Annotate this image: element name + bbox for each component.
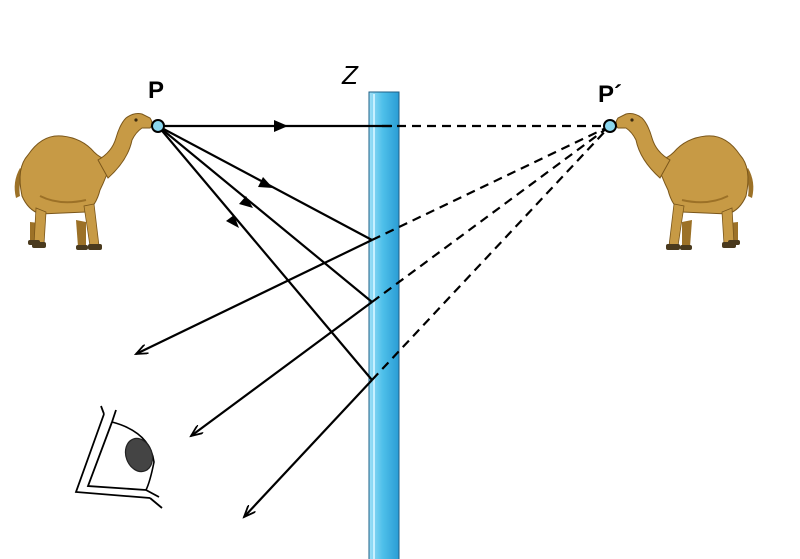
camel-mirrored-icon <box>615 112 755 251</box>
image-point-label: P´ <box>598 81 622 108</box>
mirror <box>368 91 400 559</box>
arrowhead-2 <box>239 196 253 208</box>
arrowhead-1 <box>258 177 273 188</box>
eye-icon <box>74 405 163 509</box>
incident-rays <box>157 124 392 381</box>
arrowhead-horizontal <box>274 120 288 132</box>
camel-icon <box>13 112 153 251</box>
virtual-rays <box>371 124 611 381</box>
reflected-ray-2 <box>191 301 373 436</box>
virtual-ray-3 <box>371 125 611 381</box>
mirror-label: Z <box>341 60 359 90</box>
reflected-ray-3 <box>244 379 373 517</box>
virtual-ray-1 <box>371 125 611 241</box>
object-point-label: P <box>148 77 164 104</box>
virtual-ray-2 <box>371 125 611 303</box>
object-point-marker <box>151 119 165 133</box>
incident-ray-2 <box>157 125 373 303</box>
reflected-rays <box>136 239 373 517</box>
image-point-marker <box>603 119 617 133</box>
incident-arrowheads <box>226 120 288 228</box>
reflected-ray-1 <box>136 239 373 354</box>
incident-ray-3 <box>157 125 373 381</box>
arrowhead-3 <box>226 215 239 228</box>
